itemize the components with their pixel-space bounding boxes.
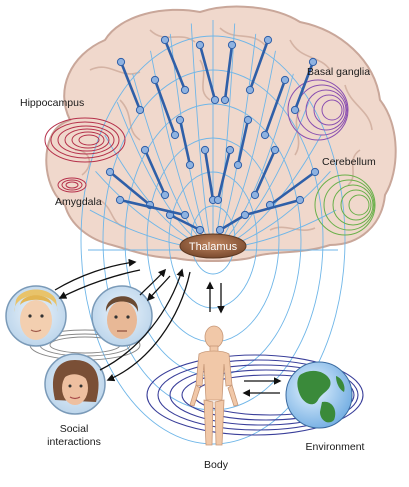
network-connection bbox=[119, 60, 142, 112]
cerebellum-label: Cerebellum bbox=[322, 156, 376, 168]
network-node bbox=[116, 57, 126, 67]
network-node bbox=[270, 145, 280, 155]
interaction-arrows bbox=[54, 258, 282, 397]
face-man bbox=[91, 285, 153, 347]
environment-label: Environment bbox=[306, 441, 365, 453]
network-node bbox=[140, 145, 150, 155]
brain-icon bbox=[45, 5, 397, 262]
arrow-from-brain-1 bbox=[58, 269, 141, 299]
network-node bbox=[290, 105, 300, 115]
network-connection bbox=[168, 213, 202, 232]
network-connection bbox=[293, 60, 315, 112]
network-node bbox=[195, 225, 205, 235]
basal-ganglia-label: Basal ganglia bbox=[307, 66, 370, 78]
arrow-from-brain-3 bbox=[106, 271, 191, 382]
network-node bbox=[200, 145, 210, 155]
network-node bbox=[185, 160, 195, 170]
network-node bbox=[213, 195, 223, 205]
network-node bbox=[160, 35, 170, 45]
radial-ring bbox=[168, 171, 258, 309]
brain-folds bbox=[74, 27, 373, 231]
network-node bbox=[115, 195, 125, 205]
network-connection bbox=[218, 213, 247, 232]
network-connection bbox=[198, 43, 217, 102]
social-label-line1: Social bbox=[60, 423, 89, 435]
network-node bbox=[195, 40, 205, 50]
network-connection bbox=[216, 148, 232, 202]
radial-ring bbox=[80, 35, 346, 445]
network-node bbox=[220, 95, 230, 105]
amygdala-icon bbox=[57, 177, 87, 193]
network-node bbox=[310, 167, 320, 177]
arrow-from-brain-2 bbox=[146, 275, 171, 302]
social-label-line2: interactions bbox=[47, 436, 101, 448]
network-connection bbox=[178, 118, 192, 167]
network-node bbox=[260, 130, 270, 140]
network-node bbox=[263, 35, 273, 45]
network-node bbox=[180, 210, 190, 220]
network-node bbox=[225, 145, 235, 155]
network-connection bbox=[203, 148, 215, 202]
network-node bbox=[105, 167, 115, 177]
network-node bbox=[150, 75, 160, 85]
cortical-network bbox=[105, 35, 320, 235]
network-connection bbox=[143, 148, 167, 197]
network-connection bbox=[108, 170, 152, 207]
network-connection bbox=[268, 170, 317, 207]
basal-ganglia-icon bbox=[287, 79, 349, 141]
globe-icon bbox=[285, 361, 353, 429]
network-connection bbox=[118, 198, 187, 217]
network-connection bbox=[223, 43, 234, 102]
body-label: Body bbox=[204, 459, 229, 471]
network-node bbox=[135, 105, 145, 115]
hippocampus-icon bbox=[44, 117, 126, 163]
brain-outline bbox=[45, 5, 397, 262]
network-node bbox=[215, 225, 225, 235]
network-node bbox=[308, 57, 318, 67]
network-connection bbox=[236, 118, 250, 167]
network-node bbox=[170, 130, 180, 140]
thalamus: Thalamus bbox=[179, 233, 247, 259]
network-node bbox=[245, 85, 255, 95]
arrow-to-brain-2 bbox=[139, 268, 167, 296]
network-node bbox=[227, 40, 237, 50]
arrow-to-brain-3 bbox=[99, 268, 184, 371]
network-connection bbox=[163, 38, 187, 92]
thalamus-label: Thalamus bbox=[189, 241, 238, 253]
network-node bbox=[160, 190, 170, 200]
network-connection bbox=[253, 148, 277, 197]
face-woman bbox=[44, 353, 106, 415]
amygdala-label: Amygdala bbox=[55, 196, 102, 208]
network-node bbox=[250, 190, 260, 200]
human-body-icon bbox=[189, 325, 239, 446]
cerebellum-icon bbox=[314, 174, 376, 236]
network-node bbox=[243, 115, 253, 125]
network-connection bbox=[248, 38, 270, 92]
network-node bbox=[175, 115, 185, 125]
network-connection bbox=[153, 78, 177, 137]
network-node bbox=[210, 95, 220, 105]
hippocampus-label: Hippocampus bbox=[20, 97, 84, 109]
network-node bbox=[240, 210, 250, 220]
network-connection bbox=[243, 198, 302, 217]
network-node bbox=[180, 85, 190, 95]
network-node bbox=[295, 195, 305, 205]
arrow-to-brain-1 bbox=[54, 258, 137, 291]
network-node bbox=[280, 75, 290, 85]
network-node bbox=[233, 160, 243, 170]
face-blond bbox=[5, 285, 67, 347]
network-connection bbox=[263, 78, 287, 137]
